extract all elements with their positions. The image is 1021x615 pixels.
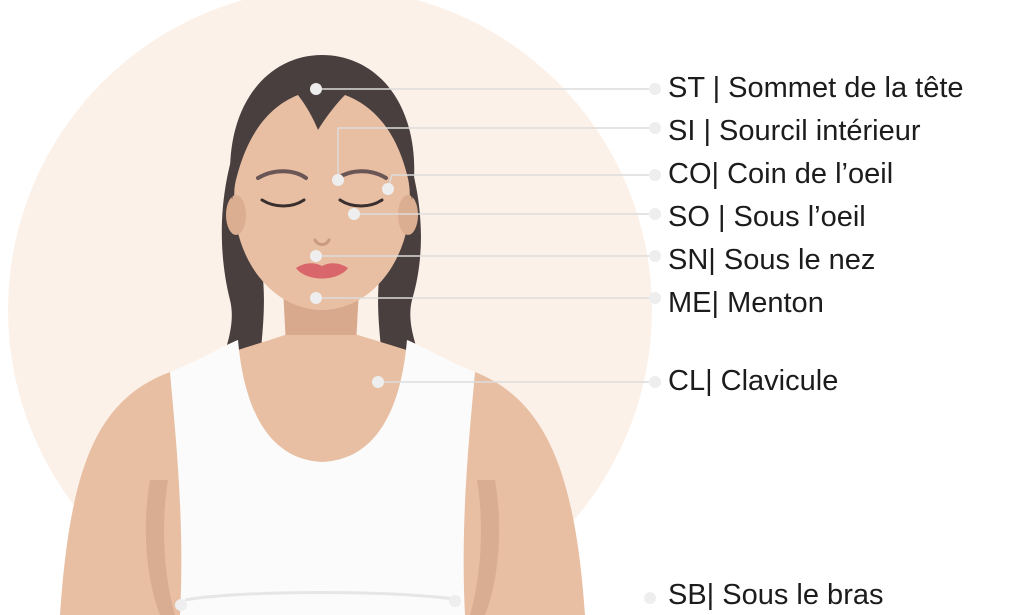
label-sous-l-oeil: SO | Sous l’oeil xyxy=(668,200,866,234)
ear-left xyxy=(226,195,246,235)
point-cl xyxy=(372,376,384,388)
bullet-cl xyxy=(649,376,661,388)
bullet-st xyxy=(649,83,661,95)
label-sous-le-bras: SB| Sous le bras xyxy=(668,578,883,612)
point-sb-left xyxy=(175,599,187,611)
label-sommet-de-la-tete: ST | Sommet de la tête xyxy=(668,71,964,105)
bullet-so xyxy=(649,208,661,220)
label-sous-le-nez: SN| Sous le nez xyxy=(668,243,875,277)
label-menton: ME| Menton xyxy=(668,286,824,320)
ear-right xyxy=(398,195,418,235)
point-me xyxy=(310,292,322,304)
label-clavicule: CL| Clavicule xyxy=(668,364,838,398)
point-si xyxy=(332,174,344,186)
label-sourcil-interieur: SI | Sourcil intérieur xyxy=(668,114,921,148)
bullet-si xyxy=(649,122,661,134)
bullet-me xyxy=(649,292,661,304)
point-so xyxy=(348,208,360,220)
point-sb-right xyxy=(449,595,461,607)
point-co xyxy=(382,183,394,195)
bullet-sb xyxy=(644,592,656,604)
bullet-sn xyxy=(649,250,661,262)
bullet-co xyxy=(649,169,661,181)
label-coin-de-l-oeil: CO| Coin de l’oeil xyxy=(668,157,893,191)
point-st xyxy=(310,83,322,95)
point-sn xyxy=(310,250,322,262)
